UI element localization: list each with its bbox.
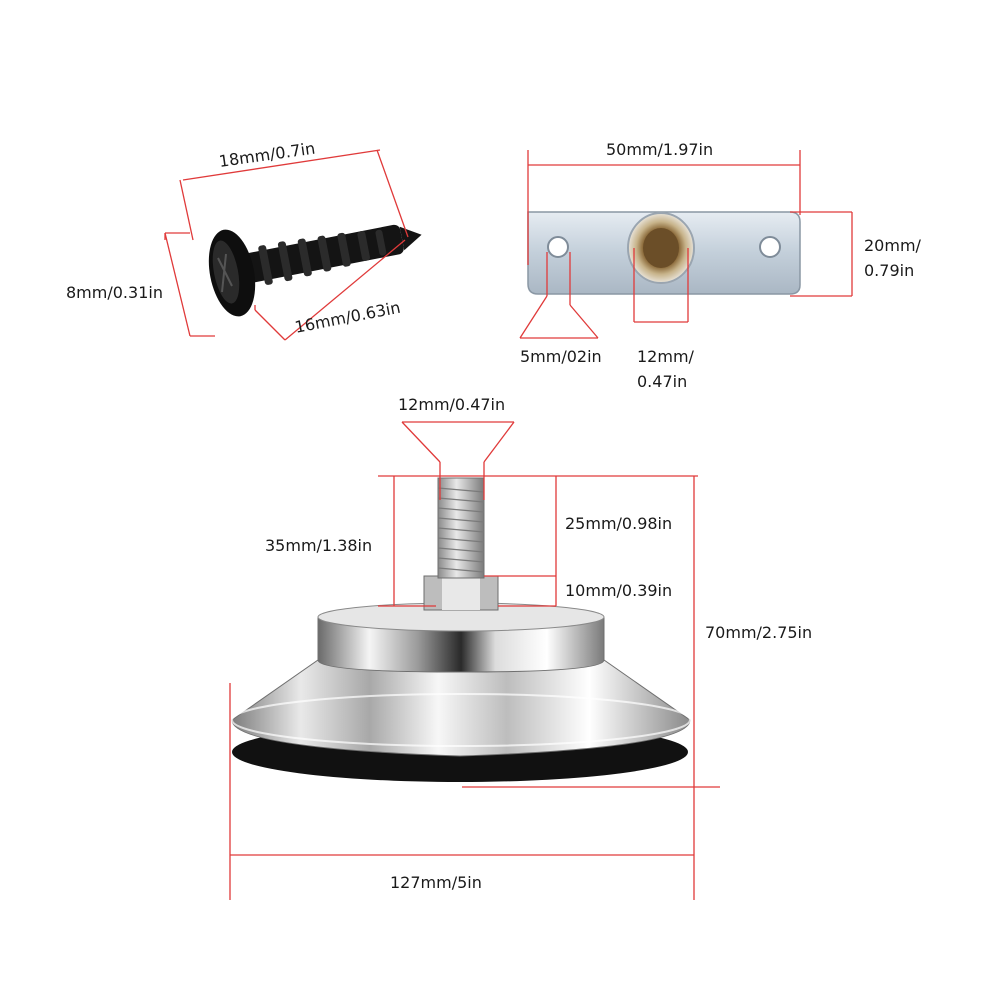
bolt-height-label: 35mm/1.38in [265, 536, 373, 555]
plate-dimension-lines [519, 150, 853, 339]
plate-hole-label: 5mm/02in [520, 347, 602, 366]
plate-nut-label-line2: 0.47in [637, 372, 688, 391]
base-diameter-label: 127mm/5in [390, 873, 482, 892]
screw-dimension-lines [164, 149, 409, 341]
foot-dimension-lines [229, 421, 720, 900]
nut-height-label: 10mm/0.39in [565, 581, 673, 600]
plate-height-label-line1: 20mm/ [864, 236, 921, 255]
plate-height-label-line2: 0.79in [864, 261, 915, 280]
plate-length-label: 50mm/1.97in [606, 140, 714, 159]
overall-height-label: 70mm/2.75in [705, 623, 813, 642]
leveling-foot-illustration [231, 477, 691, 782]
bolt-diameter-label: 12mm/0.47in [398, 395, 506, 414]
screw-illustration [208, 224, 422, 317]
plate-nut-label-line1: 12mm/ [637, 347, 694, 366]
mounting-plate-illustration [527, 211, 801, 295]
screw-head-diameter-label: 8mm/0.31in [66, 283, 163, 302]
thread-length-label: 25mm/0.98in [565, 514, 673, 533]
